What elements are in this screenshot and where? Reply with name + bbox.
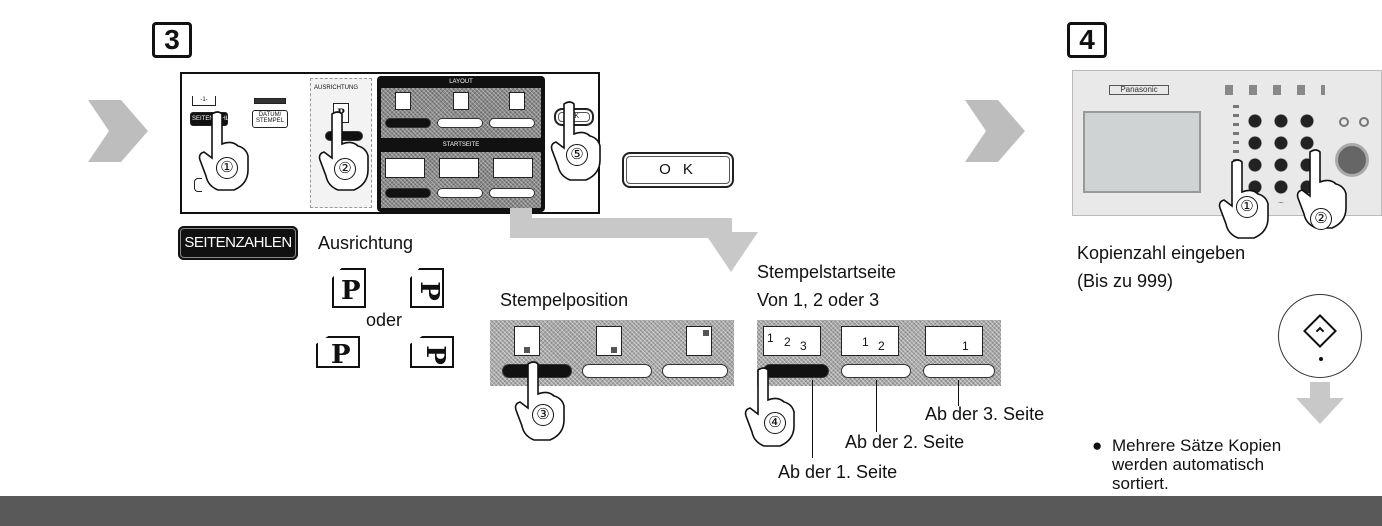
note-bullet: ● (1092, 436, 1103, 455)
callout-step4-1: ① (1236, 196, 1258, 218)
seitenzahlen-button: SEITENZAHLEN (178, 226, 298, 260)
startseite-ab-2-button[interactable] (841, 364, 911, 378)
leader-line-ab1 (812, 380, 813, 458)
ok-button[interactable]: O K (622, 152, 734, 188)
layout-options (381, 88, 541, 138)
callout-4: ④ (764, 412, 786, 434)
connector-arrow-head-icon (704, 232, 758, 272)
startseite-title: STARTSEITE (442, 142, 480, 148)
stempelposition-option-2-button[interactable] (582, 364, 652, 378)
note-text: Mehrere Sätze Kopien werden automatisch … (1112, 436, 1281, 493)
panel-edge-mark (194, 178, 202, 192)
datum-stempel-panel-button[interactable]: DATUM/ STEMPEL (252, 110, 288, 128)
layout-page-icon-left (395, 92, 411, 110)
ab-3-seite-label: Ab der 3. Seite (925, 404, 1045, 424)
pointing-hand-icon (744, 367, 795, 447)
connector-arrow-horizontal (510, 218, 732, 238)
stempelposition-option-3-button[interactable] (662, 364, 728, 378)
layout-option-1-button[interactable] (385, 118, 431, 128)
bottom-bar (0, 496, 1382, 526)
note-line-2: werden automatisch (1112, 455, 1265, 474)
step-4-number: 4 (1067, 22, 1107, 58)
note-line-1: Mehrere Sätze Kopien (1112, 436, 1282, 455)
down-arrow-stem (1310, 382, 1330, 400)
arrow-symbol: -1- (192, 96, 216, 106)
stamp-position-page-left-icon (514, 326, 540, 356)
oder-label: oder (366, 310, 403, 330)
lcd-screen (1083, 111, 1201, 193)
down-arrow-icon (1296, 398, 1344, 424)
chevron-right-icon (965, 100, 1025, 162)
chevron-right-icon (88, 100, 148, 162)
start-button[interactable] (1335, 143, 1369, 177)
leader-line-ab3 (958, 380, 959, 406)
layout-page-icon-right (509, 92, 525, 110)
callout-3: ③ (532, 404, 554, 426)
side-indicator-strip (1233, 105, 1239, 165)
landscape-upright-page-icon: P (316, 336, 360, 368)
layout-page-icon-center (453, 92, 469, 110)
startseite-pages-icon-1 (385, 158, 425, 178)
startseite-option-2-button[interactable] (437, 188, 483, 198)
stamp-position-page-center-icon (596, 326, 622, 356)
start-pages-3-icon: 1 (925, 326, 983, 356)
startseite-option-1-button[interactable] (385, 188, 431, 198)
indicator-light (1339, 117, 1349, 127)
startseite-options (381, 152, 541, 208)
ab-2-seite-label: Ab der 2. Seite (845, 432, 965, 452)
function-keys-row (1225, 85, 1325, 95)
stamp-position-page-right-icon (686, 326, 712, 356)
callout-step4-2: ② (1310, 208, 1332, 230)
landscape-rotated-page-icon: P (410, 336, 454, 368)
stempelstartseite-subtitle: Von 1, 2 oder 3 (757, 290, 880, 310)
callout-5: ⑤ (566, 144, 588, 166)
pointing-hand-icon (514, 361, 565, 441)
start-pages-1-icon: 1 2 3 (763, 326, 821, 356)
start-diamond-icon (1278, 294, 1362, 378)
indicator-light (1359, 117, 1369, 127)
ausrichtung-section-title: AUSRICHTUNG (314, 85, 359, 91)
control-panel-screen: -1- SEITENZAHLEN DATUM/ STEMPEL AUSRICHT… (180, 72, 600, 214)
startseite-pages-icon-3 (493, 158, 533, 178)
stempelstartseite-panel: 1 2 3 1 2 1 (757, 320, 1001, 386)
portrait-upright-page-icon: P (332, 268, 366, 308)
kopienzahl-label: Kopienzahl eingeben (1077, 243, 1246, 263)
brand-logo: Panasonic (1109, 85, 1169, 95)
ausrichtung-label: Ausrichtung (318, 233, 414, 253)
pointing-hand-icon (198, 111, 249, 191)
layout-option-2-button[interactable] (437, 118, 483, 128)
portrait-rotated-page-icon: P (410, 268, 444, 308)
bis-999-label: (Bis zu 999) (1077, 271, 1174, 291)
pointing-hand-icon (1296, 149, 1347, 229)
layout-title: LAYOUT (449, 79, 473, 85)
layout-startseite-panel: LAYOUT STARTSEITE (377, 76, 545, 212)
stempelposition-panel (490, 320, 734, 386)
stempelposition-label: Stempelposition (500, 290, 629, 310)
step-3-number: 3 (152, 22, 192, 58)
startseite-pages-icon-2 (439, 158, 479, 178)
layout-option-3-button[interactable] (489, 118, 535, 128)
startseite-option-3-button[interactable] (489, 188, 535, 198)
callout-1: ① (216, 157, 238, 179)
startseite-ab-3-button[interactable] (923, 364, 995, 378)
stempelstartseite-title: Stempelstartseite (757, 262, 897, 282)
note-line-3: sortiert. (1112, 474, 1169, 493)
callout-2: ② (334, 158, 356, 180)
ausrichtung-select-button[interactable] (325, 131, 363, 141)
datum-header-bar (254, 98, 286, 104)
leader-line-ab2 (876, 380, 877, 432)
pointing-hand-icon (550, 101, 601, 181)
ab-1-seite-label: Ab der 1. Seite (778, 462, 898, 482)
start-pages-2-icon: 1 2 (841, 326, 899, 356)
